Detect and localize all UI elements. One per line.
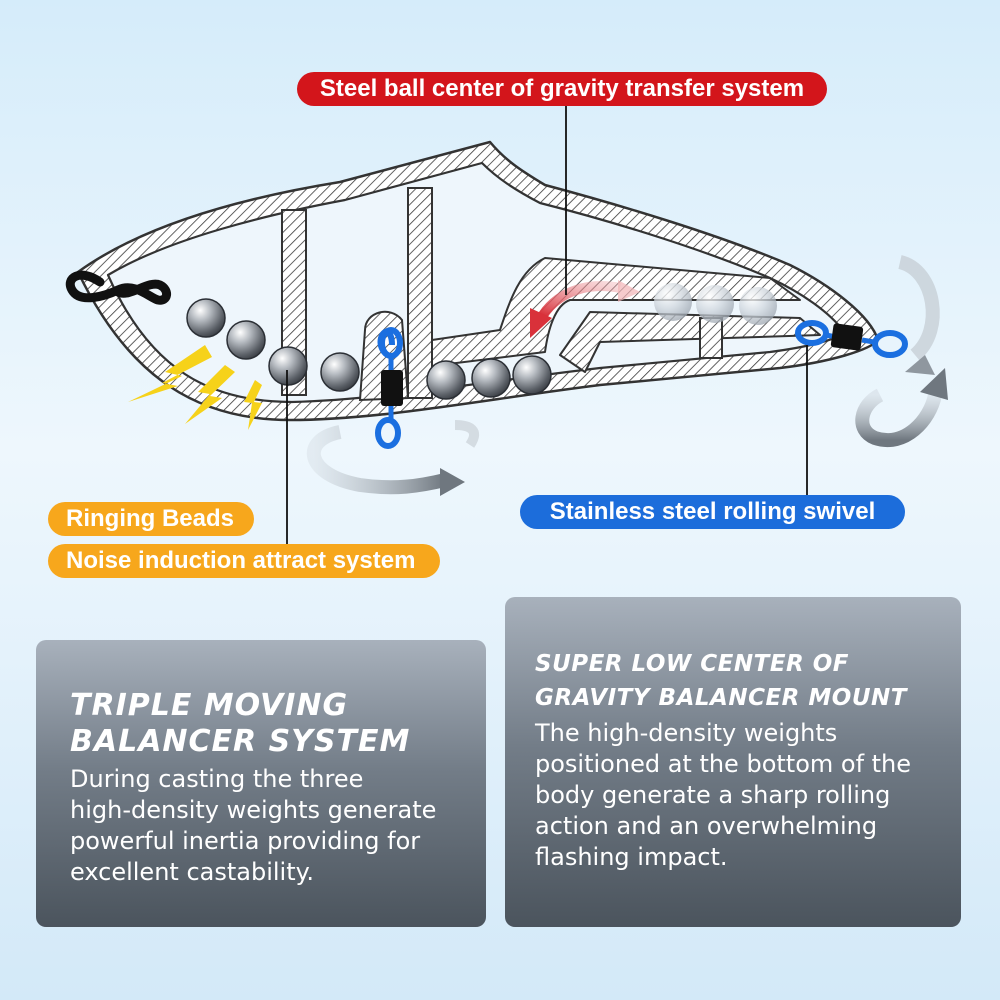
steel-balls [186,283,777,400]
panel-body-line: The high-density weights [535,719,838,747]
steel-ball-icon [186,298,226,338]
steel-ball-system-label: Steel ball center of gravity transfer sy… [297,72,827,106]
steel-ball-icon [654,283,692,321]
low-center-gravity-panel: SUPER LOW CENTER OF GRAVITY BALANCER MOU… [505,597,961,927]
rotation-arrow-icon [306,420,479,496]
swivel-icon [795,320,908,358]
panel-title-line: BALANCER SYSTEM [70,724,411,759]
panel-body-line: action and an overwhelming [535,812,878,840]
panel-body-line: body generate a sharp rolling [535,781,891,809]
panel-body-line: During casting the three [70,765,364,793]
panel-body-line: excellent castability. [70,858,315,886]
leader-lines [286,105,808,545]
steel-ball-icon [320,352,360,392]
panel-body-line: flashing impact. [535,843,728,871]
steel-ball-icon [739,287,777,325]
panel-title-line: GRAVITY BALANCER MOUNT [535,685,907,711]
rotation-arrow-icon [855,255,948,447]
lure-cutaway-diagram [65,105,948,545]
panel-title-line: TRIPLE MOVING [70,688,349,723]
triple-moving-balancer-panel: TRIPLE MOVING BALANCER SYSTEM During cas… [36,640,486,927]
steel-ball-icon [268,346,308,386]
steel-ball-icon [426,360,466,400]
swivel-icon [375,327,403,449]
transfer-arrow-icon [530,280,640,338]
line-eye-icon [65,270,171,305]
ringing-beads-label: Ringing Beads [48,502,254,536]
rolling-swivel-label: Stainless steel rolling swivel [520,495,905,529]
steel-ball-icon [471,358,511,398]
panel-body-line: powerful inertia providing for [70,827,421,855]
steel-ball-icon [696,285,734,323]
lightning-icon [128,345,262,430]
panel-body-line: positioned at the bottom of the [535,750,912,778]
panel-title-line: SUPER LOW CENTER OF [535,651,850,677]
noise-induction-label: Noise induction attract system [48,544,440,578]
steel-ball-icon [226,320,266,360]
steel-ball-icon [512,355,552,395]
panel-body-line: high-density weights generate [70,796,437,824]
